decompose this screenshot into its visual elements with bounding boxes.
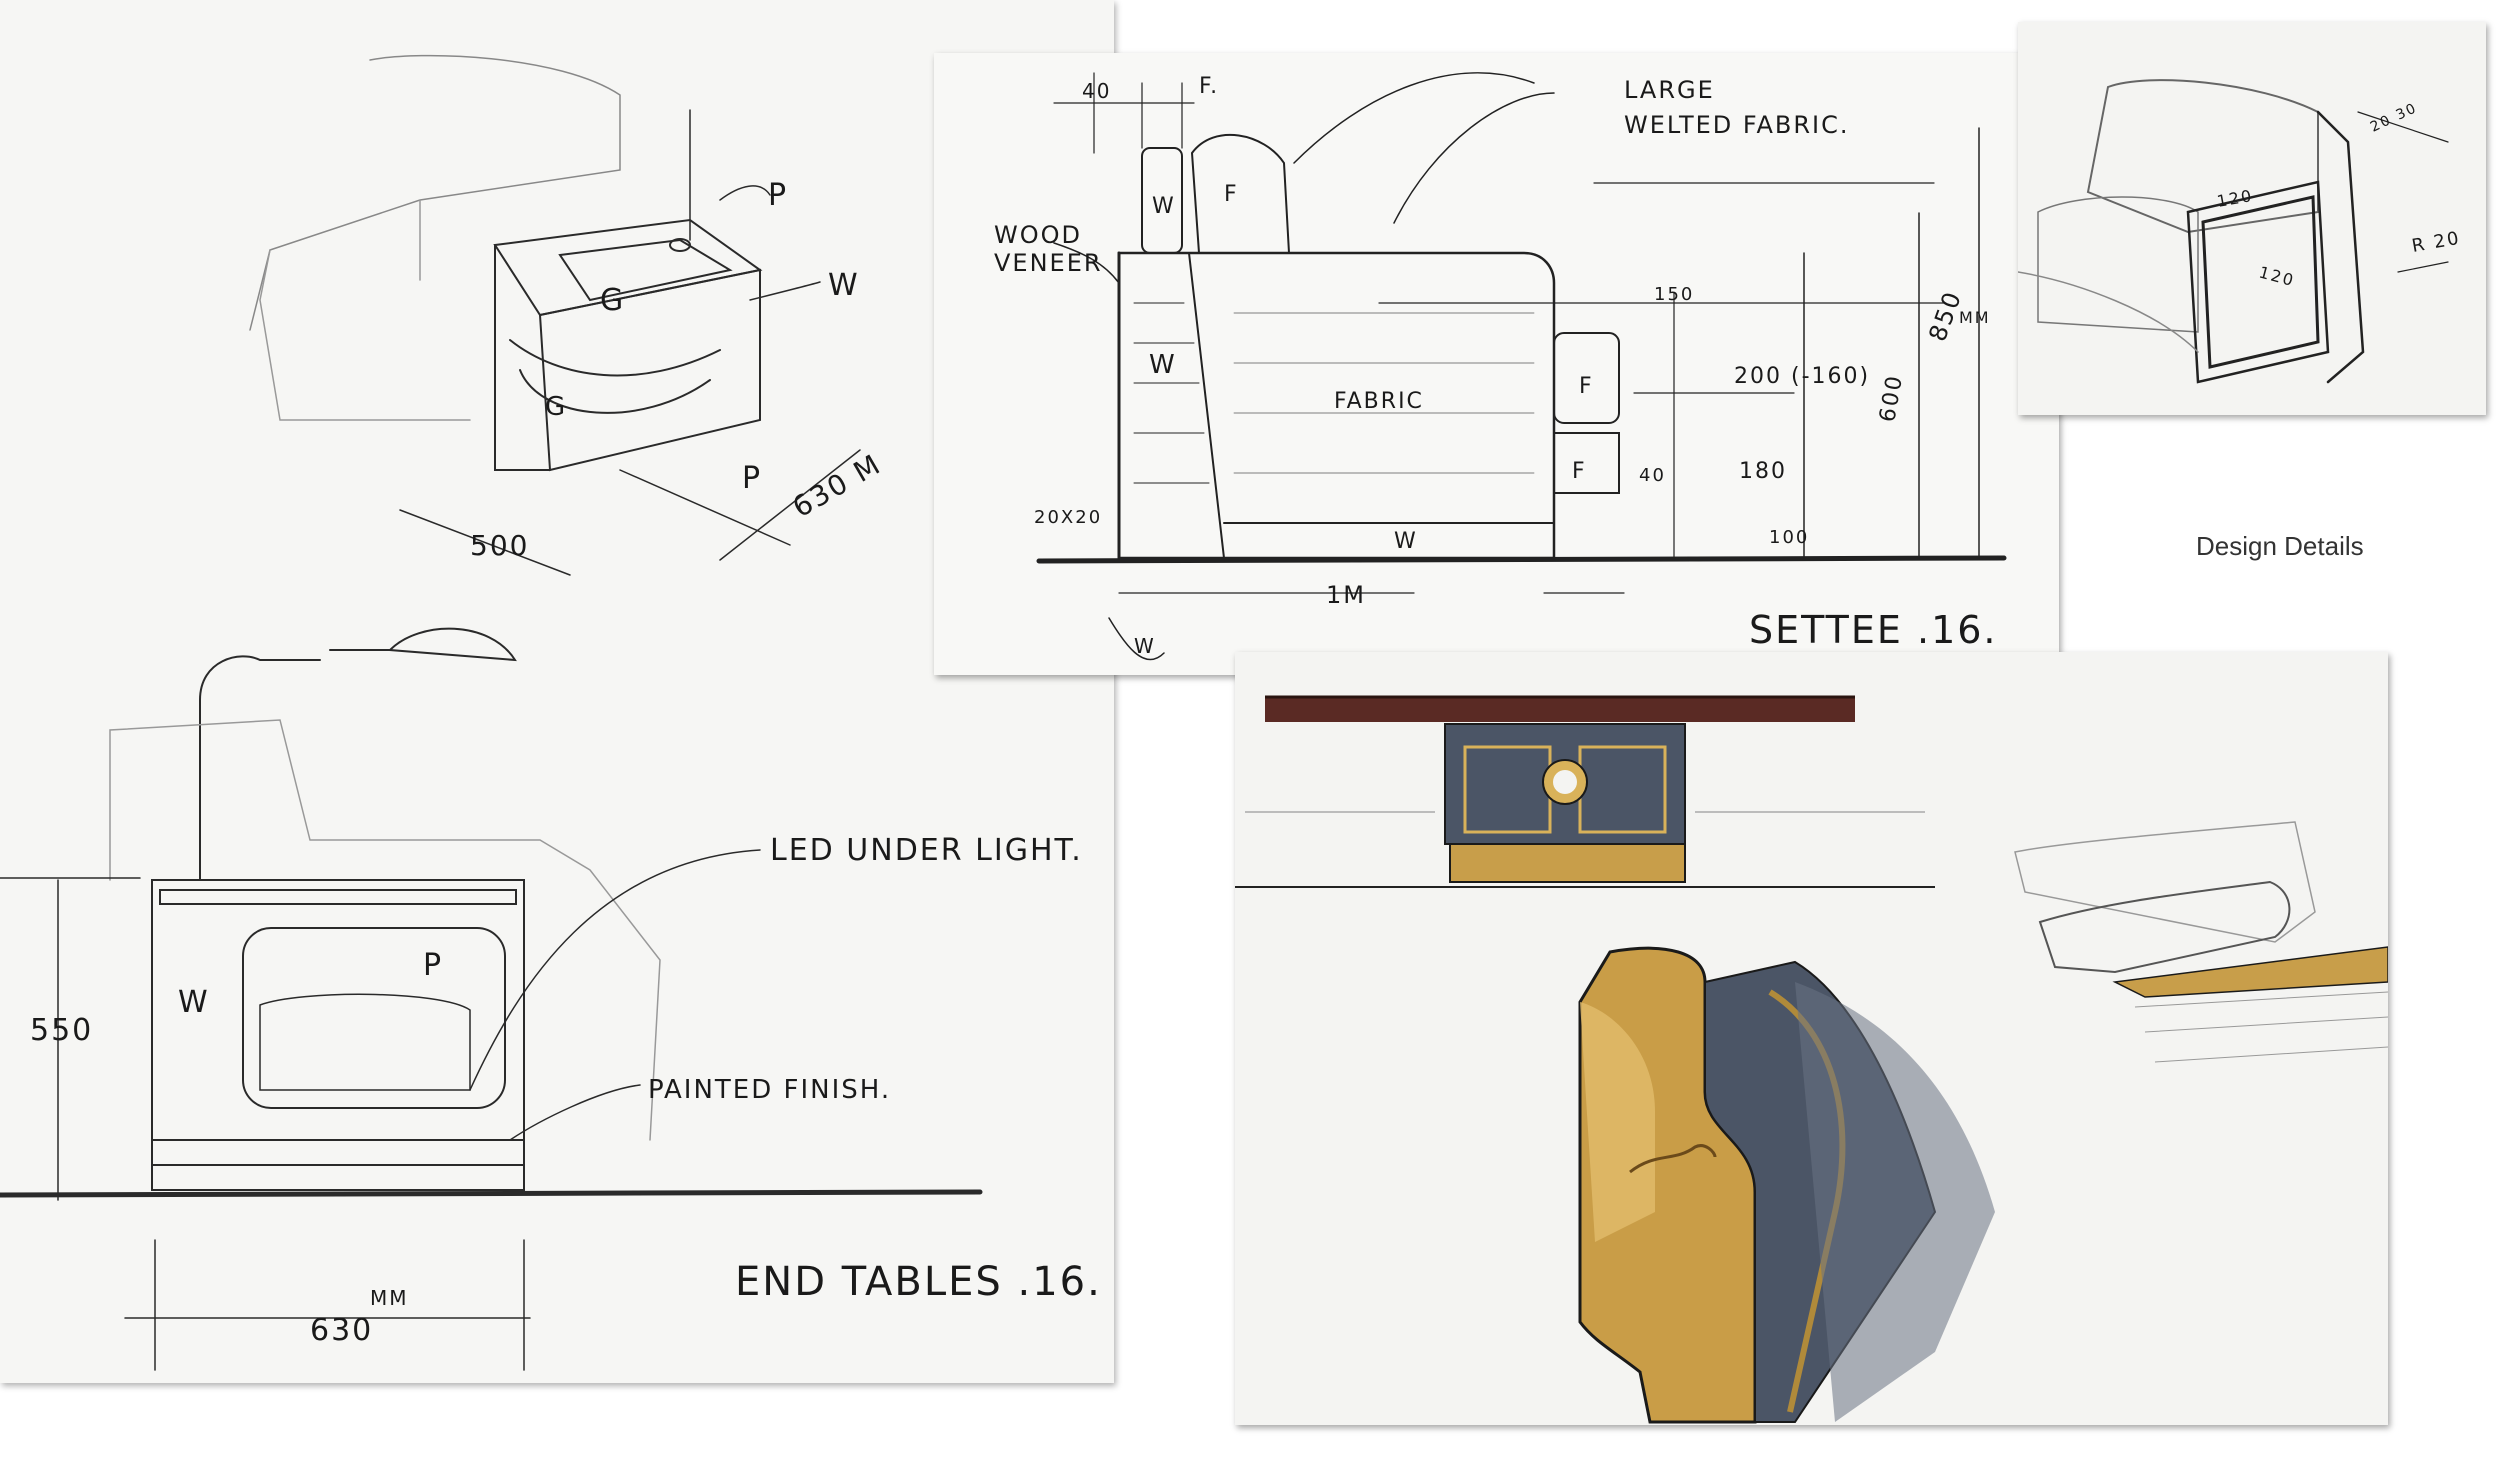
settee-dim-150: 150 [1654, 284, 1694, 305]
label-dim-630: 630 [310, 1313, 373, 1348]
label-dim-630m: 630 M [787, 447, 887, 524]
armrest-detail-drawing: 20 30 120 120 R 20 [2018, 79, 2462, 384]
settee-drawing: 40 F. LARGE WELTED FABRIC. WOOD VENEER W… [994, 72, 2007, 661]
settee-dim-20x20: 20X20 [1034, 507, 1102, 528]
label-dim-500: 500 [470, 529, 529, 562]
settee-label-f-side: F [1579, 374, 1594, 399]
marker-render-panel [1235, 652, 2388, 1425]
label-w-front: W [178, 985, 210, 1020]
settee-dim-40: 40 [1082, 79, 1111, 103]
detail-dim-120a: 120 [2215, 186, 2254, 211]
label-p-top: P [768, 178, 788, 213]
label-painted-finish: PAINTED FINISH. [648, 1075, 891, 1105]
detail-dim-120b: 120 [2257, 263, 2297, 291]
armrest-detail-panel: 20 30 120 120 R 20 [2018, 22, 2486, 415]
settee-sketch-panel: 40 F. LARGE WELTED FABRIC. WOOD VENEER W… [934, 53, 2059, 675]
settee-label-f-low: F [1572, 459, 1587, 484]
label-mm: MM [370, 1286, 409, 1310]
label-w-side: W [828, 268, 860, 303]
marker-render-drawing [1235, 695, 2388, 1424]
label-p-front: P [423, 948, 443, 983]
settee-label-wood: WOOD [994, 221, 1082, 249]
settee-label-f-top: F. [1199, 74, 1219, 99]
label-g-top: G [600, 283, 625, 318]
settee-label-w-foot: W [1134, 634, 1156, 658]
settee-label-welted: WELTED FABRIC. [1624, 111, 1850, 139]
settee-label-fabric: FABRIC [1334, 389, 1424, 414]
settee-label-f-cushion: F [1224, 182, 1239, 207]
settee-mm: MM [1959, 308, 1991, 327]
end-tables-drawing: P W G G P 500 630 M LED UNDER LIGHT. PAI… [0, 54, 1102, 1371]
settee-title: SETTEE .16. [1749, 608, 1998, 652]
settee-dim-600: 600 [1875, 372, 1908, 424]
label-p-bottom: P [742, 461, 762, 496]
label-g-inner: G [545, 392, 567, 422]
settee-dim-100: 100 [1769, 527, 1809, 548]
settee-label-large: LARGE [1624, 76, 1715, 104]
settee-label-w-base: W [1394, 529, 1418, 554]
detail-r20: R 20 [2410, 228, 2462, 257]
settee-dim-40b: 40 [1639, 465, 1666, 486]
end-tables-sketch-panel: P W G G P 500 630 M LED UNDER LIGHT. PAI… [0, 0, 1114, 1383]
settee-label-veneer: VENEER [994, 249, 1103, 277]
label-led-under-light: LED UNDER LIGHT. [770, 833, 1083, 868]
label-dim-550: 550 [30, 1013, 93, 1048]
settee-label-w-left: W [1149, 350, 1177, 380]
end-tables-title: END TABLES .16. [735, 1259, 1102, 1305]
settee-dim-1m: 1M [1326, 581, 1366, 609]
settee-dim-200: 200 (-160) [1734, 364, 1870, 389]
settee-dim-180: 180 [1739, 459, 1787, 484]
design-details-caption: Design Details [2196, 531, 2364, 561]
settee-label-w-arm: W [1152, 194, 1176, 219]
